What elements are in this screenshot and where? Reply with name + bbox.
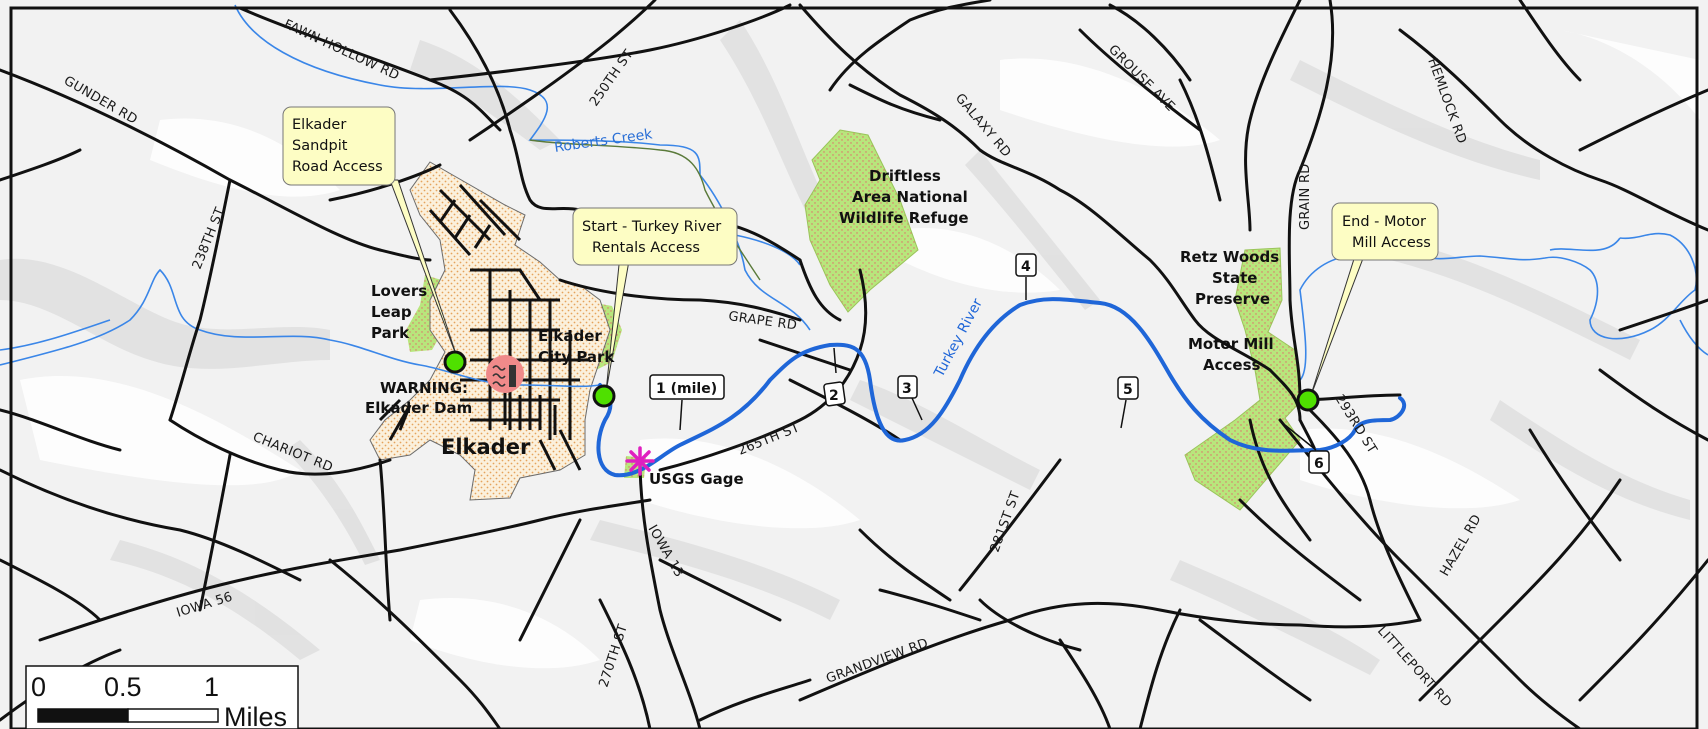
turkey-river-route <box>596 297 1407 478</box>
warning-label-line2: Elkader Dam <box>365 399 472 417</box>
town-label: Elkader <box>441 435 531 459</box>
mile-marker-1-label: 1 (mile) <box>656 381 717 397</box>
scale-label-05: 0.5 <box>104 672 142 702</box>
usgs-gage-label: USGS Gage <box>649 470 744 488</box>
warning-label-line1: WARNING: <box>380 379 468 397</box>
refuge-label-line3: Wildlife Refuge <box>839 209 969 227</box>
access-point-start[interactable] <box>592 384 616 408</box>
refuge-area <box>804 129 919 313</box>
retz-label-line3: Preserve <box>1195 290 1270 308</box>
callout-start[interactable]: Start - Turkey River Rentals Access <box>572 207 738 266</box>
scale-unit: Miles <box>224 702 287 729</box>
callout-end-line1: End - Motor <box>1342 214 1426 230</box>
access-point-sandpit[interactable] <box>443 350 467 374</box>
callout-start-line1: Start - Turkey River <box>582 219 721 235</box>
mile-marker-2-label: 2 <box>829 388 839 404</box>
place-labels: Driftless Area National Wildlife Refuge … <box>365 167 1279 488</box>
mile-marker-4-label: 4 <box>1021 259 1031 275</box>
refuge-label-line1: Driftless <box>869 167 941 185</box>
callout-sandpit-line2: Sandpit <box>292 138 348 154</box>
mile-marker-6-label: 6 <box>1314 456 1324 472</box>
callout-sandpit-line1: Elkader <box>292 117 346 133</box>
road-label-grain: GRAIN RD <box>1298 163 1313 230</box>
callout-end[interactable]: End - Motor Mill Access <box>1331 202 1439 261</box>
citypark-label-line1: Elkader <box>538 327 602 345</box>
mile-marker-2: 2 <box>823 347 846 407</box>
dam-warning-icon[interactable] <box>486 355 524 393</box>
mile-marker-1: 1 (mile) <box>649 374 725 431</box>
retz-label-line1: Retz Woods <box>1180 248 1279 266</box>
citypark-label-line2: City Park <box>538 348 615 366</box>
lovers-label-line1: Lovers <box>371 282 427 300</box>
lovers-label-line3: Park <box>371 324 410 342</box>
mile-markers: 1 (mile) 2 3 4 5 6 <box>649 253 1330 474</box>
access-points <box>443 350 1320 412</box>
scale-label-0: 0 <box>31 672 46 702</box>
access-point-end[interactable] <box>1296 388 1320 412</box>
scale-label-1: 1 <box>204 672 219 702</box>
usgs-gage-icon[interactable] <box>625 446 655 476</box>
callout-end-line2: Mill Access <box>1352 235 1431 251</box>
retz-label-line2: State <box>1212 269 1257 287</box>
map-frame <box>9 6 1699 729</box>
refuge-label-line2: Area National <box>852 188 968 206</box>
mile-marker-4: 4 <box>1015 253 1037 300</box>
callout-start-line2: Rentals Access <box>592 240 700 256</box>
mile-marker-3-label: 3 <box>902 381 912 397</box>
callout-sandpit-line3: Road Access <box>292 159 383 175</box>
callout-sandpit[interactable]: Elkader Sandpit Road Access <box>282 106 396 186</box>
lovers-label-line2: Leap <box>371 303 412 321</box>
motormill-label-line2: Access <box>1203 356 1260 374</box>
mile-marker-3: 3 <box>897 375 923 421</box>
mile-marker-6: 6 <box>1284 424 1330 474</box>
mile-marker-5: 5 <box>1117 376 1139 429</box>
scale-bar: 0 0.5 1 Miles <box>25 665 299 729</box>
motormill-label-line1: Motor Mill <box>1188 335 1274 353</box>
mile-marker-5-label: 5 <box>1123 382 1133 398</box>
retz-woods-area <box>1184 247 1303 511</box>
